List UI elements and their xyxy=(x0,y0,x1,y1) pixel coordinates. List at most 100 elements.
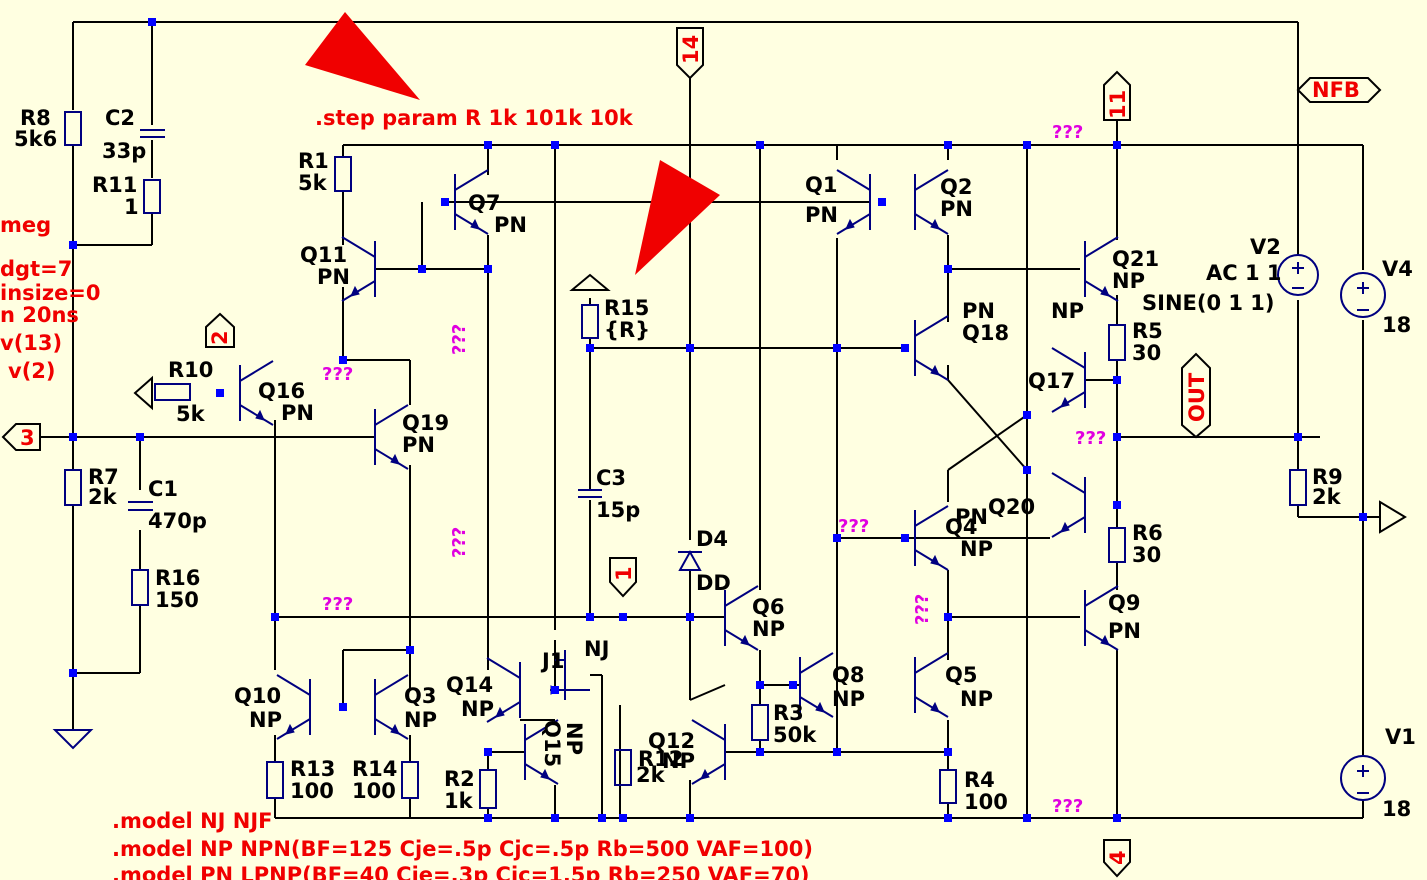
label-q12-value: NP xyxy=(662,749,695,773)
label-q12-name: Q12 xyxy=(648,729,695,753)
wire-junction xyxy=(686,344,694,352)
label-r15-name: R15 xyxy=(604,296,649,320)
step-directive: .step param R 1k 101k 10k xyxy=(315,106,634,130)
wire-junction xyxy=(69,433,77,441)
resistor-r13-body xyxy=(266,761,284,799)
transistor-q17-arrow xyxy=(1060,396,1070,408)
label-q8-name: Q8 xyxy=(832,663,864,687)
wire-junction xyxy=(339,356,347,364)
wire-junction xyxy=(619,814,627,822)
label-q10-value: NP xyxy=(249,708,282,732)
wire-junction xyxy=(551,686,559,694)
wire-junction xyxy=(756,748,764,756)
wires xyxy=(40,21,1380,819)
resistor-r3-body xyxy=(751,704,769,741)
transistor-q14-leads xyxy=(486,657,521,723)
label-q5-value: NP xyxy=(960,687,993,711)
label-q3-name: Q3 xyxy=(404,684,436,708)
port-1-flag xyxy=(609,557,637,598)
wire-junction xyxy=(686,814,694,822)
label-q15-value: NP xyxy=(562,722,586,755)
transistor-q18-leads xyxy=(914,315,949,381)
wire-junction xyxy=(1113,501,1121,509)
transistor-q15-leads xyxy=(524,719,559,785)
label-q8-value: NP xyxy=(832,687,865,711)
transistor-q2-leads xyxy=(914,169,949,235)
wire-junction xyxy=(271,613,279,621)
transistor-q3-arrow xyxy=(390,723,400,735)
label-c2-value: 33p xyxy=(102,139,146,163)
port-2-flag xyxy=(205,312,235,348)
label-j1-name: J1 xyxy=(540,649,564,673)
transistor-q6-arrow xyxy=(740,634,750,646)
label-r11-name: R11 xyxy=(92,173,137,197)
label-r14-value: 100 xyxy=(352,779,396,803)
transistor-q1-arrow xyxy=(845,218,855,230)
wire-junction xyxy=(833,534,841,542)
annotation-arrow-top xyxy=(305,12,420,100)
label-r7-name: R7 xyxy=(88,465,119,489)
wire-junction xyxy=(586,613,594,621)
source-v4-body xyxy=(1340,272,1386,318)
label-q19-value: PN xyxy=(402,433,435,457)
label-q19-name: Q19 xyxy=(402,411,449,435)
transistor-q19-leads xyxy=(374,404,409,470)
wire-junction xyxy=(878,198,886,206)
transistor-q1-leads xyxy=(836,169,871,235)
source-v1-polarity xyxy=(1357,765,1369,794)
label-c1-value: 470p xyxy=(148,509,207,533)
transistor-q19-arrow xyxy=(390,453,400,465)
label-v2-name: V2 xyxy=(1250,235,1281,259)
transistor-q2-arrow xyxy=(930,218,940,230)
label-q18-name: Q18 xyxy=(962,321,1009,345)
label-r1-value: 5k xyxy=(298,171,328,195)
wire-junction xyxy=(69,241,77,249)
r15-terminal-symbol xyxy=(569,273,611,291)
wire-junction xyxy=(484,141,492,149)
wire-junction xyxy=(69,669,77,677)
wire-junction xyxy=(1359,513,1367,521)
transistor-q9-leads xyxy=(1084,585,1119,651)
resistor-r6-body xyxy=(1108,527,1126,563)
label-q2-name: Q2 xyxy=(940,175,972,199)
wire-junction xyxy=(1113,433,1121,441)
label-r8-value: 5k6 xyxy=(14,127,57,151)
label-q10-name: Q10 xyxy=(234,684,281,708)
annotation-arrow-middle xyxy=(635,160,720,275)
transistor-q8-arrow xyxy=(815,701,825,713)
transistor-q8-leads xyxy=(799,652,834,718)
label-q4-name: Q4 xyxy=(945,515,977,539)
wire-junction xyxy=(551,814,559,822)
resistor-r12-body xyxy=(614,749,632,786)
left-directive-3: insize=0 xyxy=(0,281,101,305)
wire-junction xyxy=(551,141,559,149)
label-r16-value: 150 xyxy=(155,588,199,612)
resistor-r8-body xyxy=(64,111,82,146)
capacitor-c1-plates xyxy=(128,501,153,511)
label-q4-value: NP xyxy=(960,537,993,561)
left-directive-6: v(2) xyxy=(8,359,56,383)
label-r10-name: R10 xyxy=(168,358,213,382)
port-1-label: 1 xyxy=(612,566,636,581)
label-q17-value: NP xyxy=(1051,299,1084,323)
label-r15-value: {R} xyxy=(604,318,650,342)
label-q1-name: Q1 xyxy=(805,173,837,197)
label-v2-value: AC 1 1 xyxy=(1206,261,1282,285)
wire-junction xyxy=(944,814,952,822)
port-nfb-flag xyxy=(1296,77,1382,103)
transistor-q6-leads xyxy=(724,585,759,651)
wire-junction xyxy=(944,748,952,756)
label-q17-name: Q17 xyxy=(1028,369,1075,393)
wire-junction xyxy=(944,141,952,149)
left-directive-5: v(13) xyxy=(0,331,62,355)
unknown-net-marker: ??? xyxy=(912,594,933,625)
resistor-r14-body xyxy=(401,761,419,799)
ports: 14 11 NFB OUT 2 3 1 4 xyxy=(1,27,1407,878)
wire-junction xyxy=(484,265,492,273)
left-directive-2: dgt=7 xyxy=(0,257,72,281)
unknown-net-marker: ??? xyxy=(1052,796,1083,817)
port-2-label: 2 xyxy=(208,330,232,345)
resistor-r2-body xyxy=(479,769,497,809)
wire-junction xyxy=(1023,466,1031,474)
